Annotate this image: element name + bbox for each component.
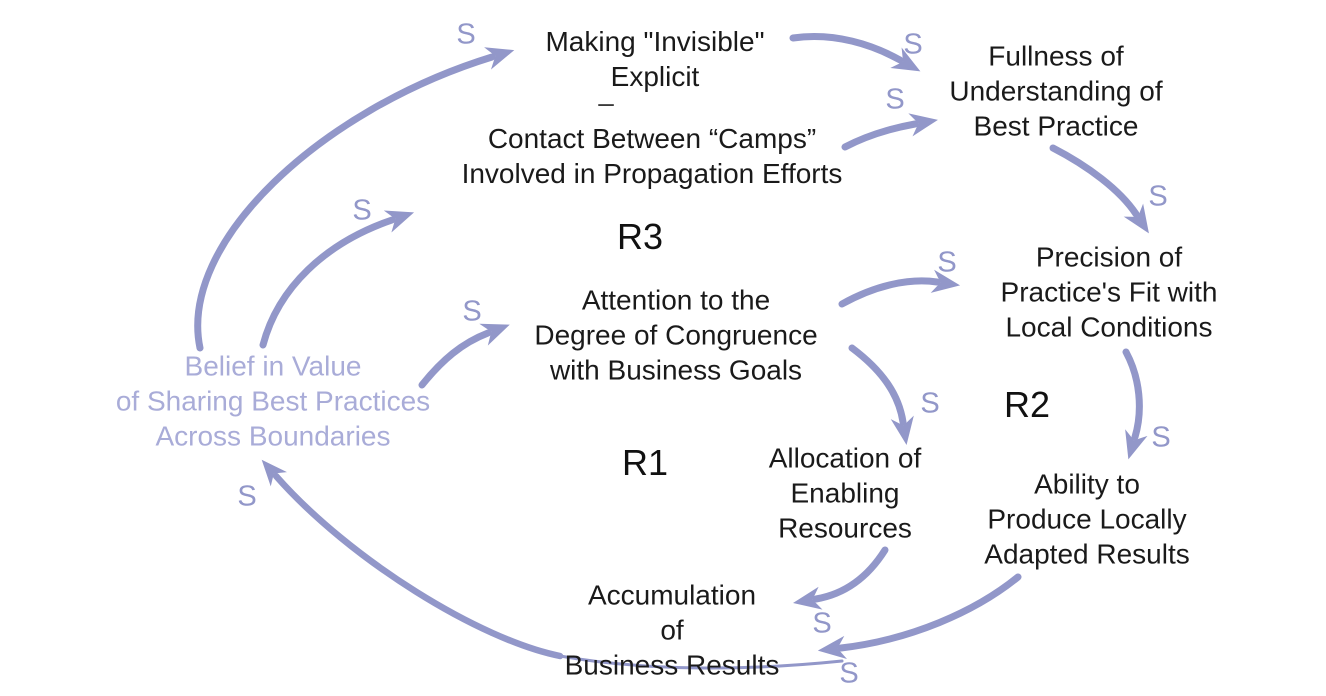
node-line: of Sharing Best Practices <box>115 385 431 417</box>
node-line: Allocation of <box>768 442 922 474</box>
node-line: Across Boundaries <box>155 420 391 452</box>
arrow-accumulation-to-belief-tail <box>558 654 844 670</box>
node-making-invisible-explicit: Making "Invisible" Explicit <box>545 24 764 94</box>
polarity-s-belief-to-attention: S <box>462 295 482 328</box>
node-line: Adapted Results <box>984 538 1190 570</box>
node-line: Business Results <box>564 649 780 681</box>
node-line: with Business Goals <box>549 354 803 386</box>
node-line: Enabling <box>790 477 900 509</box>
node-line: Best Practice <box>973 110 1139 142</box>
node-line: Practice's Fit with <box>1000 276 1218 308</box>
polarity-s-belief-to-making: S <box>456 18 476 51</box>
node-line: Making "Invisible" <box>545 26 765 57</box>
polarity-s-accumulation-to-belief: S <box>237 480 257 513</box>
polarity-s-precision-to-ability: S <box>1151 421 1171 454</box>
node-line: Fullness of <box>988 40 1124 72</box>
polarity-s-ability-to-accumulation: S <box>839 657 859 690</box>
arrow-ability-to-accumulation <box>817 573 1022 660</box>
node-contact-between-camps: Contact Between “Camps” Involved in Prop… <box>462 121 843 191</box>
polarity-s-contact-to-fullness: S <box>885 83 905 116</box>
node-line: Resources <box>778 512 912 544</box>
node-fullness-of-understanding: Fullness of Understanding of Best Practi… <box>949 39 1162 144</box>
node-line: of <box>660 614 684 646</box>
node-allocation-of-resources: Allocation of Enabling Resources <box>769 441 922 546</box>
arrow-fullness-to-precision <box>1049 144 1149 234</box>
arrow-allocation-to-accumulation <box>793 546 889 610</box>
node-line: Ability to <box>1034 468 1140 500</box>
node-line: Produce Locally <box>987 503 1187 535</box>
arrow-belief-to-making-invisible <box>194 47 515 352</box>
node-line: Belief in Value <box>184 350 362 382</box>
node-line: Precision of <box>1035 241 1183 273</box>
node-line: Explicit <box>610 61 700 92</box>
node-ability-to-produce-results: Ability to Produce Locally Adapted Resul… <box>984 467 1189 572</box>
node-line: Involved in Propagation Efforts <box>461 158 843 189</box>
node-line: Contact Between “Camps” <box>487 123 817 154</box>
arrow-precision-to-ability <box>1122 348 1148 460</box>
polarity-s-making-to-fullness: S <box>903 28 923 61</box>
node-line: Accumulation <box>587 579 757 611</box>
arrow-belief-to-attention <box>418 323 510 389</box>
arrow-accumulation-to-belief <box>261 459 564 660</box>
polarity-s-belief-to-contact: S <box>352 194 372 227</box>
node-precision-of-fit: Precision of Practice's Fit with Local C… <box>1001 240 1218 345</box>
node-accumulation-of-business-results: Accumulation of Business Results <box>565 578 780 683</box>
node-attention-to-congruence: Attention to the Degree of Congruence wi… <box>534 283 817 388</box>
node-belief-in-value-of-sharing: Belief in Value of Sharing Best Practice… <box>116 349 430 454</box>
arrow-attention-to-precision <box>838 269 961 308</box>
node-line: Local Conditions <box>1005 311 1213 343</box>
loop-label-r3: R3 <box>616 216 664 257</box>
polarity-s-fullness-to-precision: S <box>1148 180 1168 213</box>
loop-label-r1: R1 <box>621 442 669 483</box>
arrow-attention-to-allocation <box>848 344 914 446</box>
polarity-s-allocation-to-accumulation: S <box>812 607 832 640</box>
arrow-belief-to-contact-camps <box>259 210 415 349</box>
loop-label-r2: R2 <box>1003 384 1051 425</box>
node-line: Attention to the <box>581 284 771 316</box>
arrow-making-invisible-to-fullness <box>789 33 921 72</box>
arrow-contact-camps-to-fullness <box>841 113 938 151</box>
polarity-s-attention-to-precision: S <box>937 246 957 279</box>
node-line: Degree of Congruence <box>534 319 818 351</box>
node-line: Understanding of <box>949 75 1163 107</box>
stray-dash-mark: – <box>598 87 614 118</box>
polarity-s-attention-to-allocation: S <box>920 387 940 420</box>
